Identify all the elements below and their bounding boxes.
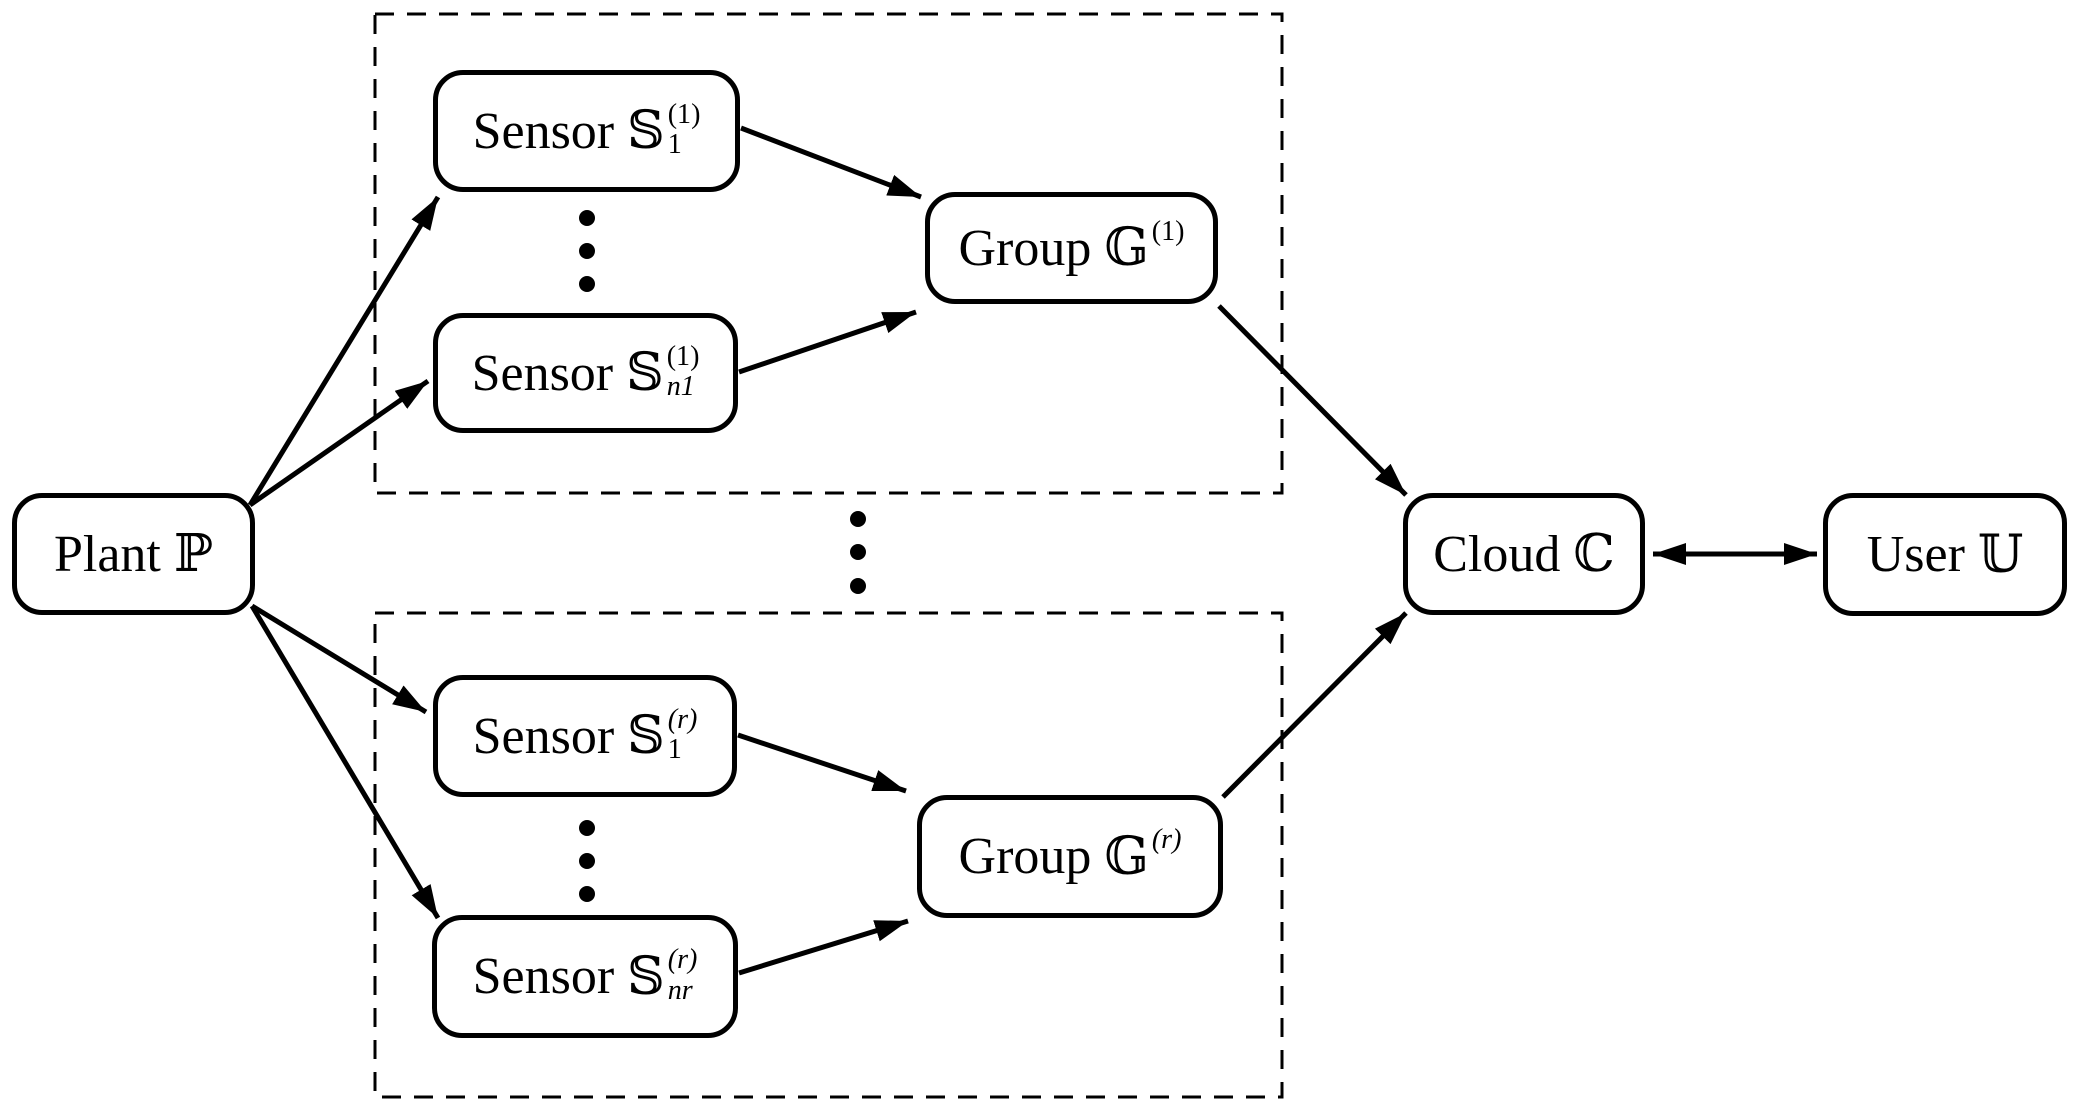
subscript: n1 [666,371,695,402]
superscript: (r) [667,944,698,976]
node-plant-label: Plant [53,525,161,583]
blackboard-letter-S: 𝕊 [627,706,665,766]
edge-sensor-1-g1-to-group-1 [740,125,922,200]
node-group-r: Group 𝔾 (r) [917,795,1223,918]
script-stack: (1) 1 [667,98,701,161]
node-plant: Plant ℙ [12,493,255,615]
script-stack: (r) 1 [667,703,698,766]
superscript: (1) [1151,215,1185,247]
superscript: (r) [667,703,698,735]
node-sensor-label: Sensor [472,707,615,765]
node-user: User 𝕌 [1823,493,2067,616]
edge-plant-to-sensor-n1-g1 [248,378,430,508]
subscript: 1 [667,734,682,765]
blackboard-letter-C: ℂ [1573,524,1615,584]
script-stack: (r) nr [667,944,698,1006]
script-stack: (r) [1151,824,1182,886]
blackboard-letter-G: 𝔾 [1104,826,1149,887]
edge-plant-to-sensor-nr-gr [249,604,441,920]
edge-plant-to-sensor-1-g1 [247,195,441,507]
node-sensor-label: Sensor [472,948,615,1005]
blackboard-letter-S: 𝕊 [627,101,665,161]
node-sensor-label: Sensor [472,102,615,160]
node-group-label: Group [958,828,1092,885]
node-cloud: Cloud ℂ [1403,493,1645,615]
edge-sensor-1-gr-to-group-r [737,732,907,794]
node-sensor-n1-group-1: Sensor 𝕊 (1) n1 [433,313,738,433]
node-group-label: Group [958,219,1092,277]
ellipsis-between-groups [850,511,866,594]
edge-group-1-to-cloud [1217,304,1408,497]
blackboard-letter-G: 𝔾 [1104,218,1149,278]
node-sensor-1-group-1: Sensor 𝕊 (1) 1 [433,70,740,192]
node-cloud-label: Cloud [1433,525,1561,583]
blackboard-letter-S: 𝕊 [626,343,664,403]
node-sensor-1-group-r: Sensor 𝕊 (r) 1 [433,675,737,797]
blackboard-letter-P: ℙ [173,524,213,584]
blackboard-letter-S: 𝕊 [627,946,665,1007]
blackboard-letter-U: 𝕌 [1977,524,2024,585]
ellipsis-sensors-group-r [579,820,595,902]
edge-sensor-n1-g1-to-group-1 [738,309,917,375]
edge-sensor-nr-gr-to-group-r [738,918,909,976]
dashed-box-group-r [373,611,1284,1099]
subscript: nr [667,974,693,1006]
script-stack: (1) [1151,215,1185,278]
superscript: (1) [666,340,700,372]
edge-plant-to-sensor-1-gr [250,603,428,715]
superscript: (r) [1151,824,1182,856]
superscript: (1) [667,98,701,130]
dashed-box-group-1 [373,12,1284,495]
node-sensor-nr-group-r: Sensor 𝕊 (r) nr [432,915,738,1038]
subscript: 1 [667,129,682,160]
node-group-1: Group 𝔾 (1) [925,192,1218,304]
ellipsis-sensors-group-1 [579,210,595,292]
node-sensor-label: Sensor [471,344,614,402]
edge-group-r-to-cloud [1221,611,1408,799]
script-stack: (1) n1 [666,340,700,403]
node-user-label: User [1866,526,1965,583]
